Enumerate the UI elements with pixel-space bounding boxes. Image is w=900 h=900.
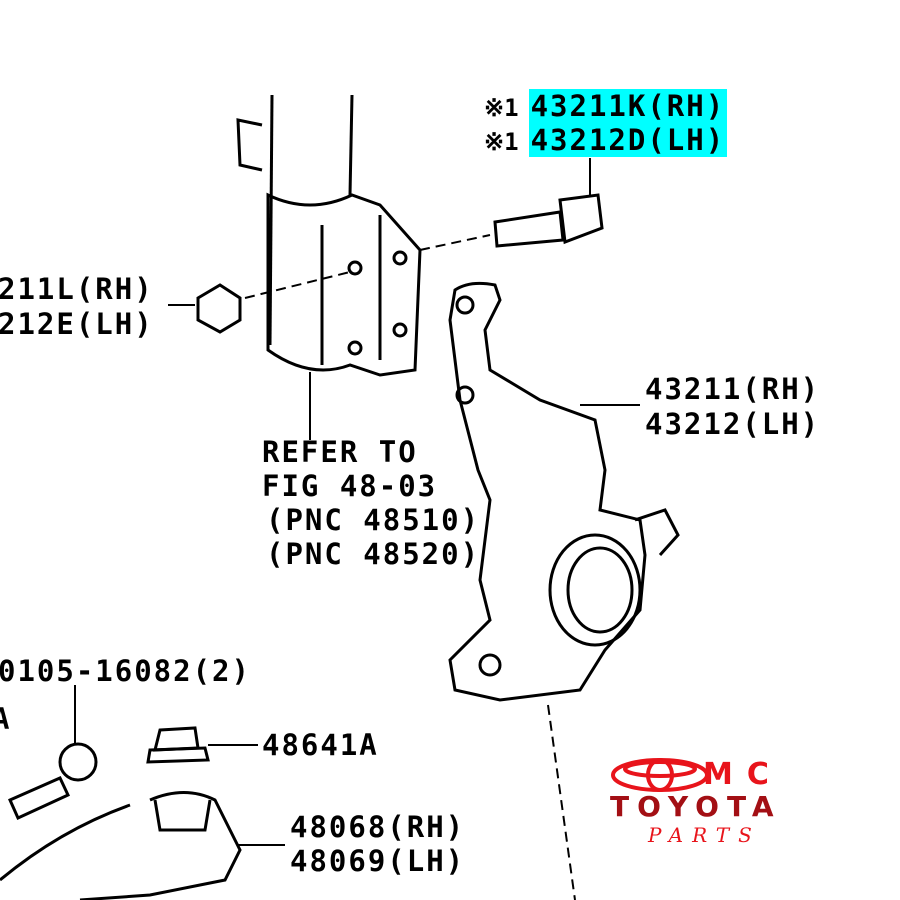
- part-number-48641A[interactable]: 48641A: [262, 728, 379, 762]
- nut-icon: [168, 271, 351, 334]
- bolt-icon: [419, 158, 604, 251]
- strut-assembly: [236, 94, 422, 440]
- part-number-43212[interactable]: 43212(LH): [645, 407, 821, 441]
- steering-knuckle: [448, 281, 680, 900]
- note-mark: ※1: [484, 128, 519, 156]
- toyota-emblem-icon: [611, 758, 709, 792]
- logo-mc: MC: [703, 757, 783, 792]
- omc-toyota-parts-logo: MC TOYOTA PARTS: [608, 760, 858, 850]
- bolt-lh-label: ※1 43212D(LH): [484, 123, 728, 158]
- part-number-bolt[interactable]: 0105-16082(2): [0, 654, 251, 688]
- part-number-48068[interactable]: 48068(RH): [290, 810, 466, 844]
- refer-note: REFER TO: [262, 435, 418, 469]
- logo-parts: PARTS: [648, 823, 761, 847]
- partial-label: A: [0, 702, 12, 736]
- part-number-43211K[interactable]: 43211K(RH): [528, 89, 728, 123]
- bolt-rh-label: ※1 43211K(RH): [484, 89, 728, 124]
- note-mark: ※1: [484, 94, 519, 122]
- refer-figure-link[interactable]: FIG 48-03: [262, 469, 438, 503]
- part-number-nut-rh[interactable]: 211L(RH): [0, 272, 154, 306]
- lower-bolt-icon: [8, 685, 98, 820]
- part-number-48069[interactable]: 48069(LH): [290, 844, 466, 878]
- part-number-43211[interactable]: 43211(RH): [645, 372, 821, 406]
- logo-toyota: TOYOTA: [610, 790, 782, 823]
- refer-pnc-48520: (PNC 48520): [266, 537, 481, 571]
- ball-joint-arm: [0, 791, 285, 900]
- flange-nut-icon: [146, 726, 258, 764]
- refer-pnc-48510: (PNC 48510): [266, 503, 481, 537]
- part-number-nut-lh[interactable]: 212E(LH): [0, 307, 154, 341]
- part-number-43212D[interactable]: 43212D(LH): [528, 123, 728, 157]
